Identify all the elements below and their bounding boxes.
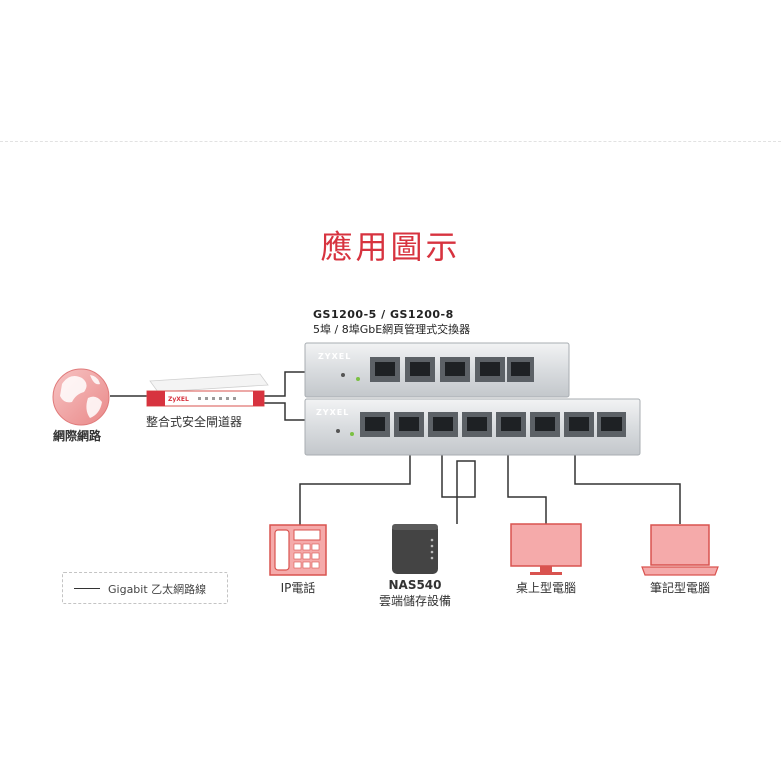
cable-desktop (507, 447, 547, 524)
desktop-label: 桌上型電腦 (515, 581, 576, 595)
legend-label: Gigabit 乙太網路線 (108, 583, 207, 596)
legend: Gigabit 乙太網路線 (62, 572, 228, 604)
legend-line-swatch (74, 588, 100, 589)
switch8-brand: ZYXEL (316, 408, 349, 417)
gateway-brand: ZyXEL (168, 396, 189, 403)
switch-5-port: ZYXEL (304, 342, 570, 398)
gateway-label: 整合式安全閘道器 (146, 415, 243, 429)
nas-name-label: NAS540 (388, 578, 442, 592)
page-title: 應用圖示 (320, 228, 461, 266)
cables (110, 371, 681, 525)
nas-icon (392, 524, 438, 574)
switch-description: 5埠 / 8埠GbE網頁管理式交換器 (313, 323, 471, 336)
switch-8-port: ZYXEL (304, 398, 641, 456)
section-divider (0, 141, 781, 142)
switch5-ports (370, 357, 534, 382)
switch8-ports (360, 412, 626, 437)
laptop-label: 筆記型電腦 (649, 581, 710, 595)
gateway-device: ZyXEL (146, 373, 269, 407)
cable-gateway-switch5 (263, 371, 305, 397)
globe-icon (52, 368, 110, 426)
phone-label: IP電話 (280, 581, 316, 595)
switch5-brand: ZYXEL (318, 352, 351, 361)
nas-desc-label: 雲端儲存設備 (378, 594, 451, 608)
internet-label: 網際網路 (53, 429, 102, 443)
desktop-monitor-icon (510, 523, 582, 575)
cable-nas (441, 447, 476, 524)
cable-phone (299, 447, 411, 525)
nas-label-group: NAS540 雲端儲存設備 (370, 578, 460, 609)
cable-laptop (574, 447, 681, 524)
cable-gateway-switch8 (263, 402, 305, 421)
laptop-icon (641, 524, 719, 576)
ip-phone-icon (269, 524, 327, 576)
switch-models: GS1200-5 / GS1200-8 (313, 308, 454, 321)
switch-header: GS1200-5 / GS1200-8 5埠 / 8埠GbE網頁管理式交換器 (313, 307, 470, 337)
